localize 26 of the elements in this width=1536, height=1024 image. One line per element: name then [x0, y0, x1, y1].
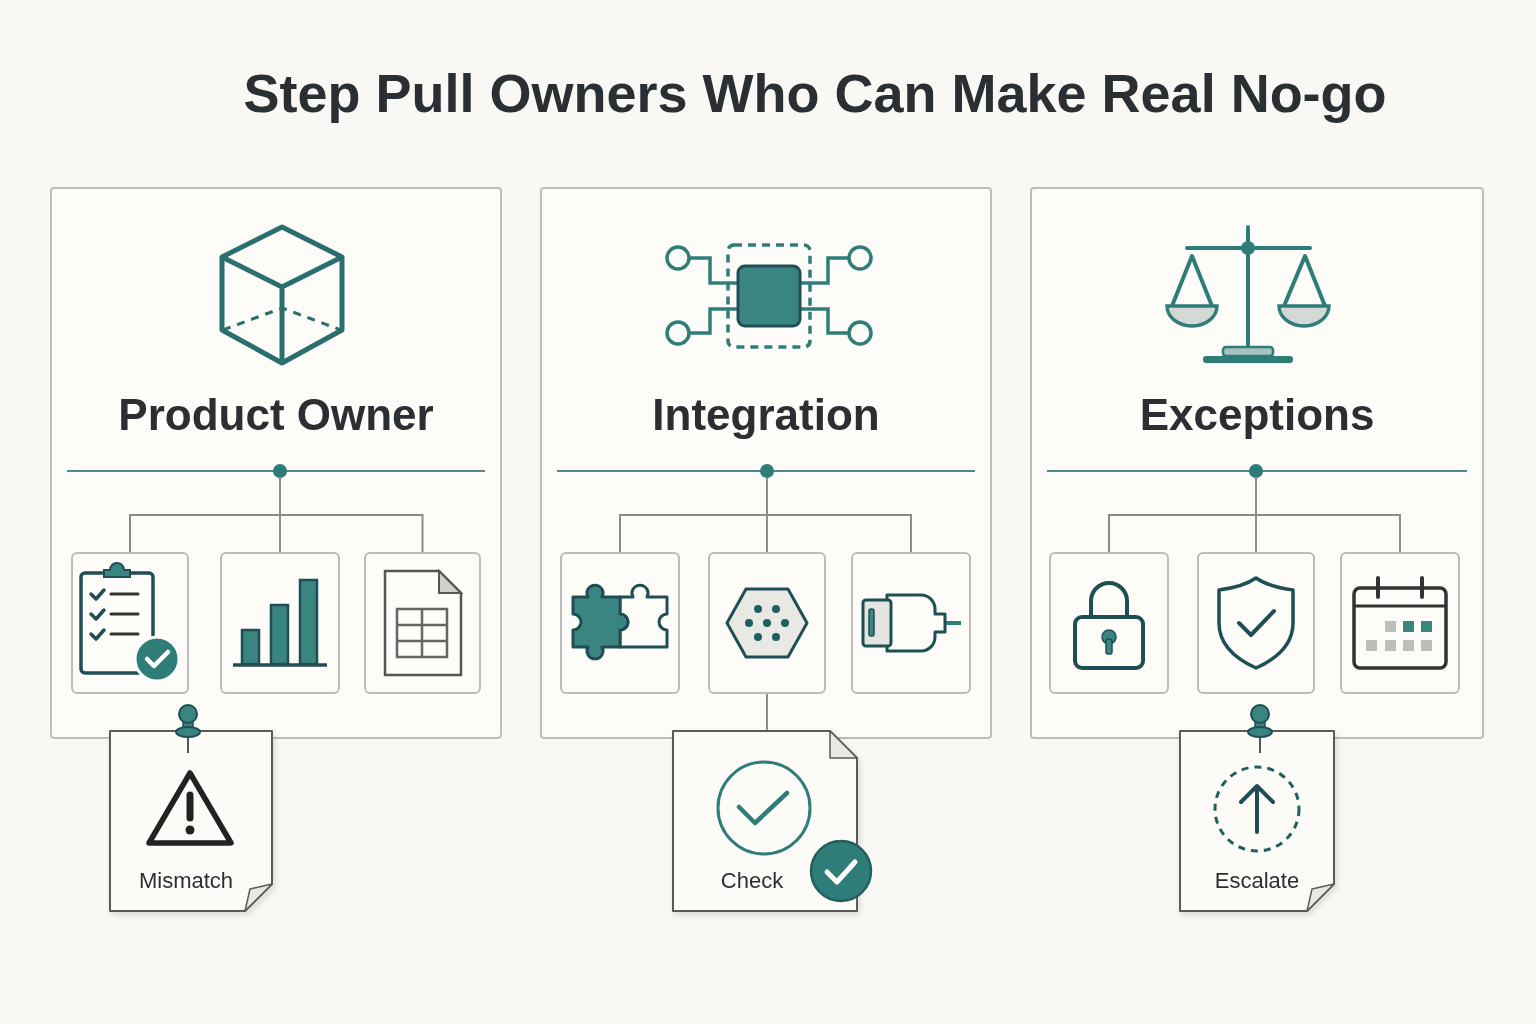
sticky-note	[672, 730, 858, 912]
icon-card	[1197, 552, 1315, 694]
panel-heading: Integration	[652, 389, 880, 441]
panel-heading: Product Owner	[118, 389, 434, 441]
icon-card	[708, 552, 826, 694]
sticky-note	[109, 730, 273, 912]
connector-line	[766, 693, 768, 731]
category-panel	[50, 187, 502, 739]
sticky-note	[1179, 730, 1335, 912]
note-label: Escalate	[1214, 867, 1300, 895]
category-panel	[540, 187, 992, 739]
note-label: Check	[720, 867, 784, 895]
panel-heading: Exceptions	[1139, 389, 1375, 441]
diagram-title: Step Pull Owners Who Can Make Real No-go	[242, 62, 1388, 125]
note-label: Mismatch	[138, 867, 234, 895]
connector-line	[279, 477, 424, 553]
icon-card	[1049, 552, 1169, 694]
icon-card	[71, 552, 189, 694]
connector-line	[766, 477, 912, 553]
icon-card	[851, 552, 971, 694]
icon-card	[364, 552, 481, 694]
icon-card	[560, 552, 680, 694]
category-panel	[1030, 187, 1484, 739]
icon-card	[220, 552, 340, 694]
icon-card	[1340, 552, 1460, 694]
connector-line	[1255, 477, 1401, 553]
